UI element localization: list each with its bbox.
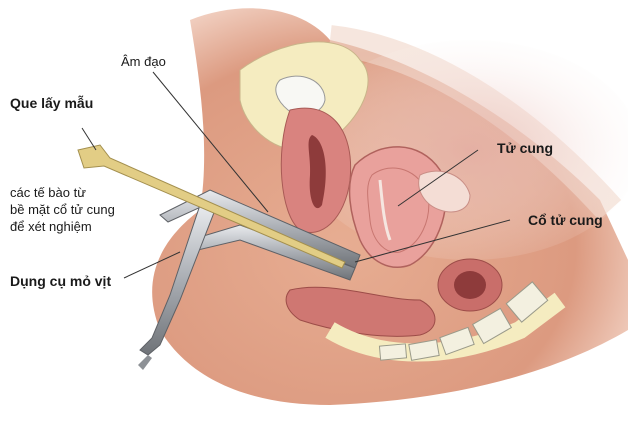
label-cervix: Cổ tử cung (528, 212, 603, 228)
sampling-stick (77, 144, 346, 269)
leader-lines (81, 71, 511, 279)
caption-line-1: các tế bào từ (10, 185, 86, 200)
label-sampling-stick: Que lấy mẫu (10, 95, 94, 111)
label-speculum: Dụng cụ mỏ vịt (10, 273, 112, 289)
label-vagina: Âm đạo (121, 54, 166, 69)
caption-line-2: bề mặt cổ tử cung (10, 202, 115, 217)
label-uterus: Tử cung (497, 140, 554, 156)
caption-line-3: để xét nghiệm (10, 219, 92, 234)
label-cells-caption: các tế bào từ bề mặt cổ tử cung để xét n… (10, 184, 170, 235)
pelvic-organs (280, 107, 566, 362)
